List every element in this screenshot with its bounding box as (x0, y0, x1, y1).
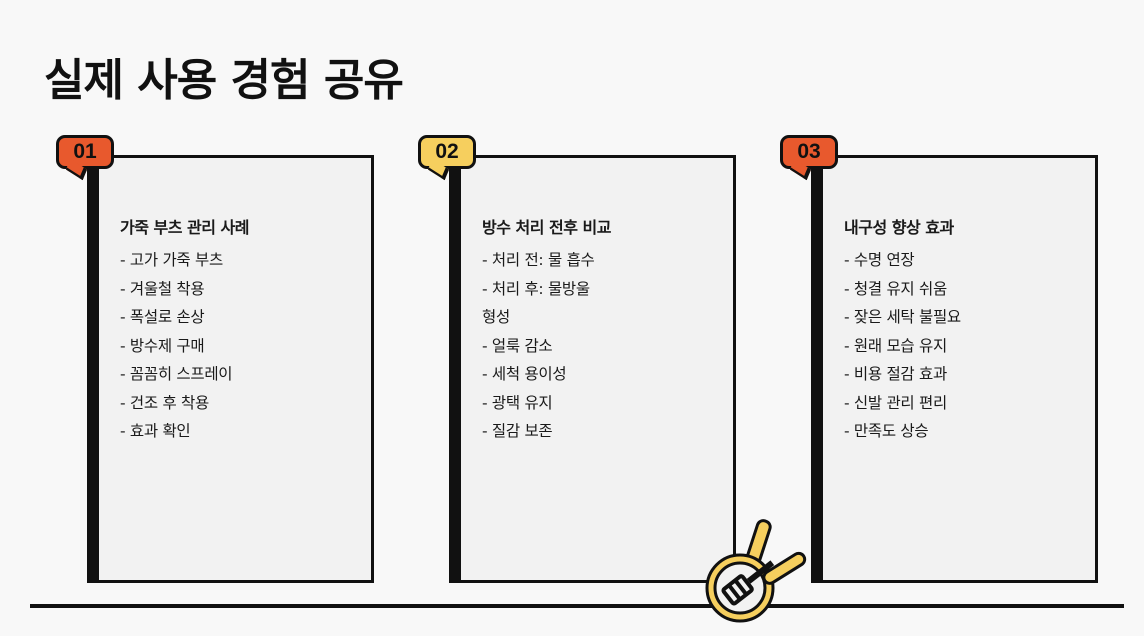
card-durability-effect: 내구성 향상 효과 - 수명 연장 - 청결 유지 쉬움 - 잦은 세탁 불필요… (811, 155, 1098, 583)
list-item: - 건조 후 착용 (120, 393, 209, 412)
list-item: - 폭설로 손상 (120, 308, 205, 326)
list-item: - 방수제 구매 (120, 336, 205, 355)
card-body: 내구성 향상 효과 - 수명 연장 - 청결 유지 쉬움 - 잦은 세탁 불필요… (844, 214, 1094, 446)
card-boot-care-case: 가죽 부츠 관리 사례 - 고가 가죽 부츠 - 겨울철 착용 - 폭설로 손상… (87, 155, 374, 583)
step-badge-01: 01 (56, 135, 114, 169)
list-item: - 효과 확인 (120, 422, 191, 440)
list-item: - 질감 보존 (482, 422, 553, 440)
list-item: - 얼룩 감소 (482, 336, 553, 355)
list-item: - 겨울철 착용 (120, 279, 205, 298)
list-item: - 신발 관리 편리 (844, 393, 947, 412)
list-item: - 만족도 상승 (844, 422, 929, 440)
page-title: 실제 사용 경험 공유 (44, 55, 404, 106)
card-heading: 가죽 부츠 관리 사례 (120, 218, 249, 237)
list-item: - 원래 모습 유지 (844, 336, 947, 355)
list-item: - 수명 연장 (844, 251, 915, 269)
list-item: 형성 (482, 308, 510, 326)
list-item: - 비용 절감 효과 (844, 365, 947, 383)
step-badge-02: 02 (418, 135, 476, 169)
baseline-divider (30, 604, 1124, 608)
list-item: - 처리 전: 물 흡수 (482, 251, 595, 269)
list-item: - 세척 용이성 (482, 365, 567, 383)
card-body: 방수 처리 전후 비교 - 처리 전: 물 흡수 - 처리 후: 물방울 형성 … (482, 214, 732, 446)
list-item: - 꼼꼼히 스프레이 (120, 365, 233, 383)
list-item: - 잦은 세탁 불필요 (844, 308, 961, 326)
list-item: - 처리 후: 물방울 (482, 279, 590, 298)
frying-pan-with-spatula-icon (705, 519, 807, 623)
card-heading: 내구성 향상 효과 (844, 218, 954, 237)
card-before-after-comparison: 방수 처리 전후 비교 - 처리 전: 물 흡수 - 처리 후: 물방울 형성 … (449, 155, 736, 583)
card-body: 가죽 부츠 관리 사례 - 고가 가죽 부츠 - 겨울철 착용 - 폭설로 손상… (120, 214, 370, 446)
card-heading: 방수 처리 전후 비교 (482, 218, 611, 237)
step-badge-03: 03 (780, 135, 838, 169)
list-item: - 광택 유지 (482, 393, 553, 412)
list-item: - 청결 유지 쉬움 (844, 279, 947, 298)
list-item: - 고가 가죽 부츠 (120, 251, 223, 269)
